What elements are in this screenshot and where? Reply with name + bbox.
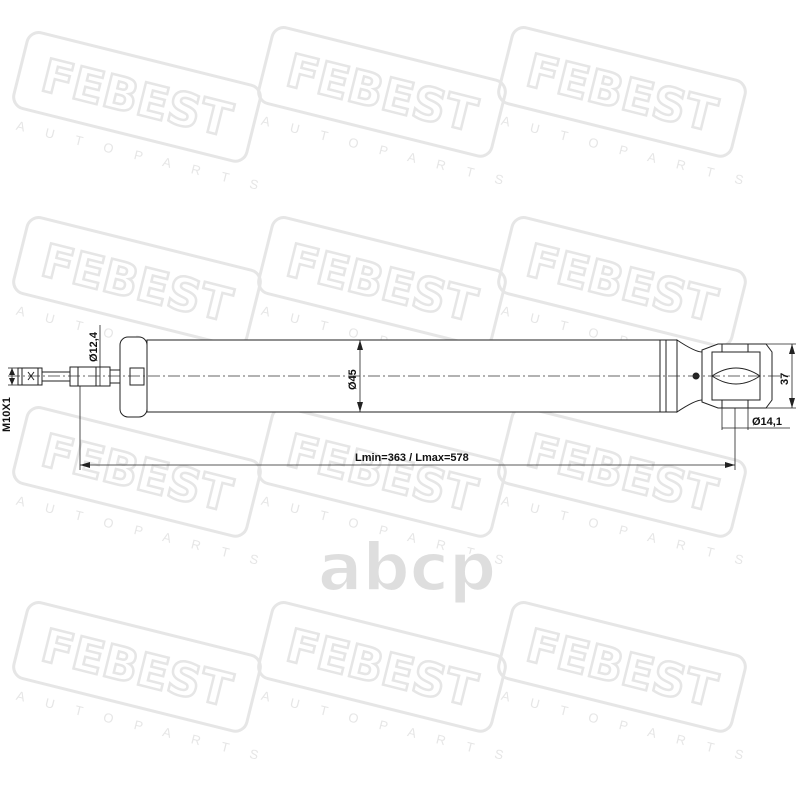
watermark-subtitle: A U T O P A R T S xyxy=(260,113,514,190)
cap-nut xyxy=(129,367,145,386)
watermark-frame xyxy=(12,31,262,163)
arrow-head xyxy=(357,402,363,412)
watermark-subtitle: A U T O P A R T S xyxy=(15,688,269,765)
watermark-subtitle: A U T O P A R T S xyxy=(500,113,754,190)
body-diameter-label: Ø45 xyxy=(347,369,359,390)
bushing-diameter-label: Ø14,1 xyxy=(752,416,782,428)
watermark-frame xyxy=(257,406,507,538)
eye-height-label: 37 xyxy=(779,373,791,385)
arrow-head xyxy=(725,462,735,468)
arrow-head xyxy=(9,368,15,375)
piston-rod xyxy=(69,366,111,387)
arrow-head xyxy=(9,378,15,385)
watermark-subtitle: A U T O P A R T S xyxy=(500,493,754,570)
eye-ring-top xyxy=(721,343,749,353)
arrow-head xyxy=(789,344,795,354)
watermark-frame xyxy=(12,406,262,538)
dimension-arrows xyxy=(9,340,795,468)
watermark-frame xyxy=(12,601,262,733)
abcp-logo: abcp xyxy=(317,528,497,607)
watermark-subtitle: A U T O P A R T S xyxy=(500,688,754,765)
watermark-subtitle: A U T O P A R T S xyxy=(15,493,269,570)
watermark-frame xyxy=(497,406,747,538)
watermark-frame xyxy=(257,216,507,348)
watermark-frame xyxy=(257,26,507,158)
arrow-head xyxy=(789,398,795,408)
dimension-lines xyxy=(8,325,796,470)
thread-label: M10X1 xyxy=(1,397,13,432)
watermark-frame xyxy=(497,26,747,158)
eye-ring-bottom xyxy=(721,399,749,409)
length-label: Lmin=363 / Lmax=578 xyxy=(355,452,469,464)
watermark-subtitle: A U T O P A R T S xyxy=(260,688,514,765)
rod-diameter-label: Ø12,4 xyxy=(88,331,100,362)
watermark-frame xyxy=(497,601,747,733)
rod-seal xyxy=(109,369,121,384)
watermark-frame xyxy=(497,216,747,348)
watermark-frame xyxy=(257,601,507,733)
shock-absorber-drawing xyxy=(17,336,773,418)
arrow-head xyxy=(80,462,90,468)
watermark-subtitle: A U T O P A R T S xyxy=(15,118,269,195)
abcp-logo-text: abcp xyxy=(318,529,496,606)
stud-flat xyxy=(41,371,71,382)
arrow-head xyxy=(357,340,363,350)
watermark-frame xyxy=(12,216,262,348)
